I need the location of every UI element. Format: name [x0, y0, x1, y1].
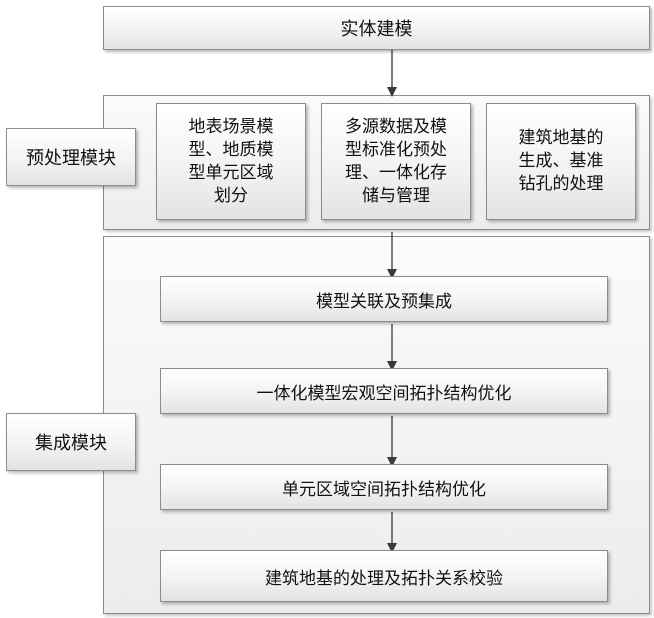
- preprocess-item-2-text: 多源数据及模 型标准化预处 理、一体化存 储与管理: [345, 116, 447, 206]
- integration-step-3: 单元区域空间拓扑结构优化: [160, 464, 608, 510]
- integration-step-1-text: 模型关联及预集成: [316, 291, 452, 312]
- integration-step-2-text: 一体化模型宏观空间拓扑结构优化: [256, 383, 512, 404]
- integration-module-label: 集成模块: [6, 413, 136, 471]
- integration-step-4-text: 建筑地基的处理及拓扑关系校验: [265, 568, 503, 589]
- top-box-label: 实体建模: [340, 19, 413, 40]
- integration-step-2: 一体化模型宏观空间拓扑结构优化: [160, 368, 608, 414]
- integration-label: 集成模块: [35, 433, 107, 454]
- integration-step-3-text: 单元区域空间拓扑结构优化: [282, 479, 486, 500]
- preprocess-label: 预处理模块: [26, 148, 116, 169]
- preprocess-item-2: 多源数据及模 型标准化预处 理、一体化存 储与管理: [321, 103, 471, 220]
- integration-step-4: 建筑地基的处理及拓扑关系校验: [160, 550, 608, 602]
- preprocess-item-3: 建筑地基的 生成、基准 钻孔的处理: [486, 103, 636, 220]
- preprocess-item-3-text: 建筑地基的 生成、基准 钻孔的处理: [518, 128, 604, 194]
- preprocess-item-1-text: 地表场景模 型、地质模 型单元区域 划分: [188, 116, 274, 206]
- preprocess-module-label: 预处理模块: [6, 128, 136, 186]
- preprocess-item-1: 地表场景模 型、地质模 型单元区域 划分: [156, 103, 306, 220]
- integration-step-1: 模型关联及预集成: [160, 276, 608, 322]
- top-box-solid-modeling: 实体建模: [103, 6, 650, 50]
